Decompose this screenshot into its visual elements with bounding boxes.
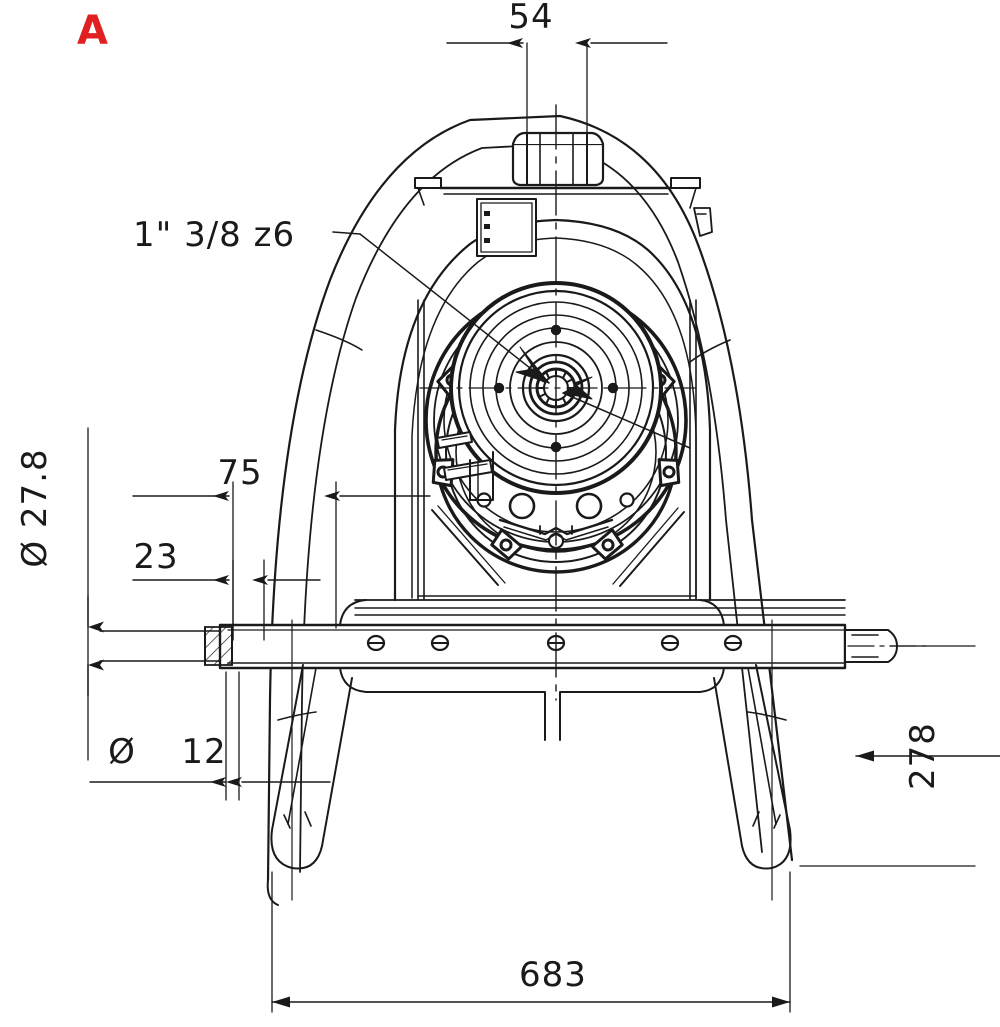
- dimension-dia-symbol-12-text: Ø: [108, 732, 136, 772]
- support-legs: [270, 664, 792, 870]
- spline-callout-leader: [332, 231, 691, 449]
- dimension-54-group: [446, 38, 668, 141]
- dimension-683-group: [271, 871, 791, 1013]
- nameplate-decal: [476, 198, 537, 257]
- top-breather-fitting: [438, 131, 674, 195]
- dimension-23-text: 23: [133, 537, 178, 577]
- view-label-A: A: [77, 8, 108, 54]
- lift-bar-assembly: [99, 599, 847, 741]
- leg-centerlines: [291, 619, 773, 901]
- pto-shaft-spline-callout-text: 1" 3/8 z6: [133, 215, 295, 255]
- rear-panel: [417, 299, 697, 601]
- dimension-54-text: 54: [508, 0, 553, 37]
- dimension-12-group: [89, 671, 331, 801]
- dimension-12-text: 12: [181, 732, 226, 772]
- dimension-278-text: 278: [903, 722, 943, 790]
- arch-shoulder-lugs: [414, 177, 713, 237]
- dimension-75-text: 75: [217, 453, 262, 493]
- oil-level-sight-block: [436, 431, 494, 501]
- dimension-dia-27-8-text: Ø 27.8: [15, 448, 55, 567]
- dimension-278-group: [799, 645, 1000, 867]
- arch-rib-lines: [315, 329, 731, 363]
- dimension-683-text: 683: [519, 955, 587, 995]
- dimension-23-group: [132, 559, 321, 641]
- lift-bar-end-pin: [844, 629, 931, 663]
